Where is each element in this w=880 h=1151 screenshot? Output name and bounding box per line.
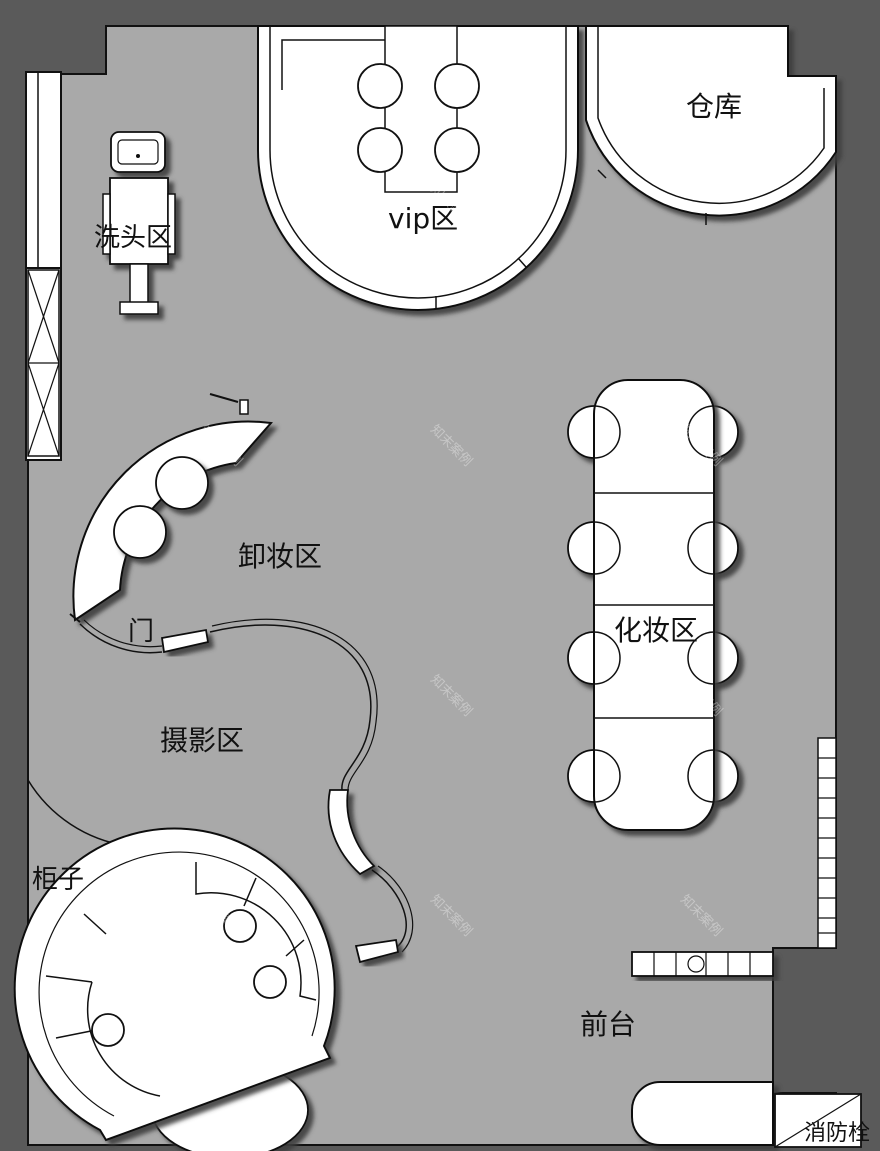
storage-room: 仓库	[585, 25, 837, 225]
removal-area: 卸妆区	[69, 393, 322, 623]
left-window-strip	[25, 71, 62, 461]
reception-desk	[631, 1081, 774, 1146]
makeup-table-group: 化妆区	[567, 379, 739, 831]
vip-chair	[357, 63, 403, 109]
cabinet-seat	[91, 1013, 125, 1047]
cabinet-seat	[253, 965, 287, 999]
cabinet-seat	[223, 909, 257, 943]
vip-label: vip区	[388, 202, 458, 235]
cabinet: 柜子	[13, 827, 336, 1151]
vip-room: vip区	[257, 25, 579, 311]
vip-chair	[434, 63, 480, 109]
right-shelf	[817, 737, 837, 949]
removal-label: 卸妆区	[238, 540, 322, 573]
reception-label: 前台	[580, 1008, 636, 1041]
photo-label: 摄影区	[160, 724, 244, 757]
cabinet-label: 柜子	[32, 865, 84, 895]
hydrant-label: 消防栓	[804, 1121, 870, 1146]
reception-counter	[631, 951, 774, 977]
wash-label: 洗头区	[94, 223, 172, 253]
wash-chair	[109, 177, 169, 265]
door-label: 门	[128, 617, 154, 647]
makeup-label: 化妆区	[614, 614, 698, 647]
storage-label: 仓库	[686, 90, 742, 123]
removal-stool	[155, 456, 209, 510]
removal-stool	[113, 505, 167, 559]
vip-chair	[434, 127, 480, 173]
wash-area	[102, 131, 176, 315]
fire-hydrant: 消防栓	[774, 1093, 870, 1148]
vip-chair	[357, 127, 403, 173]
curved-partition: 门	[79, 617, 414, 964]
